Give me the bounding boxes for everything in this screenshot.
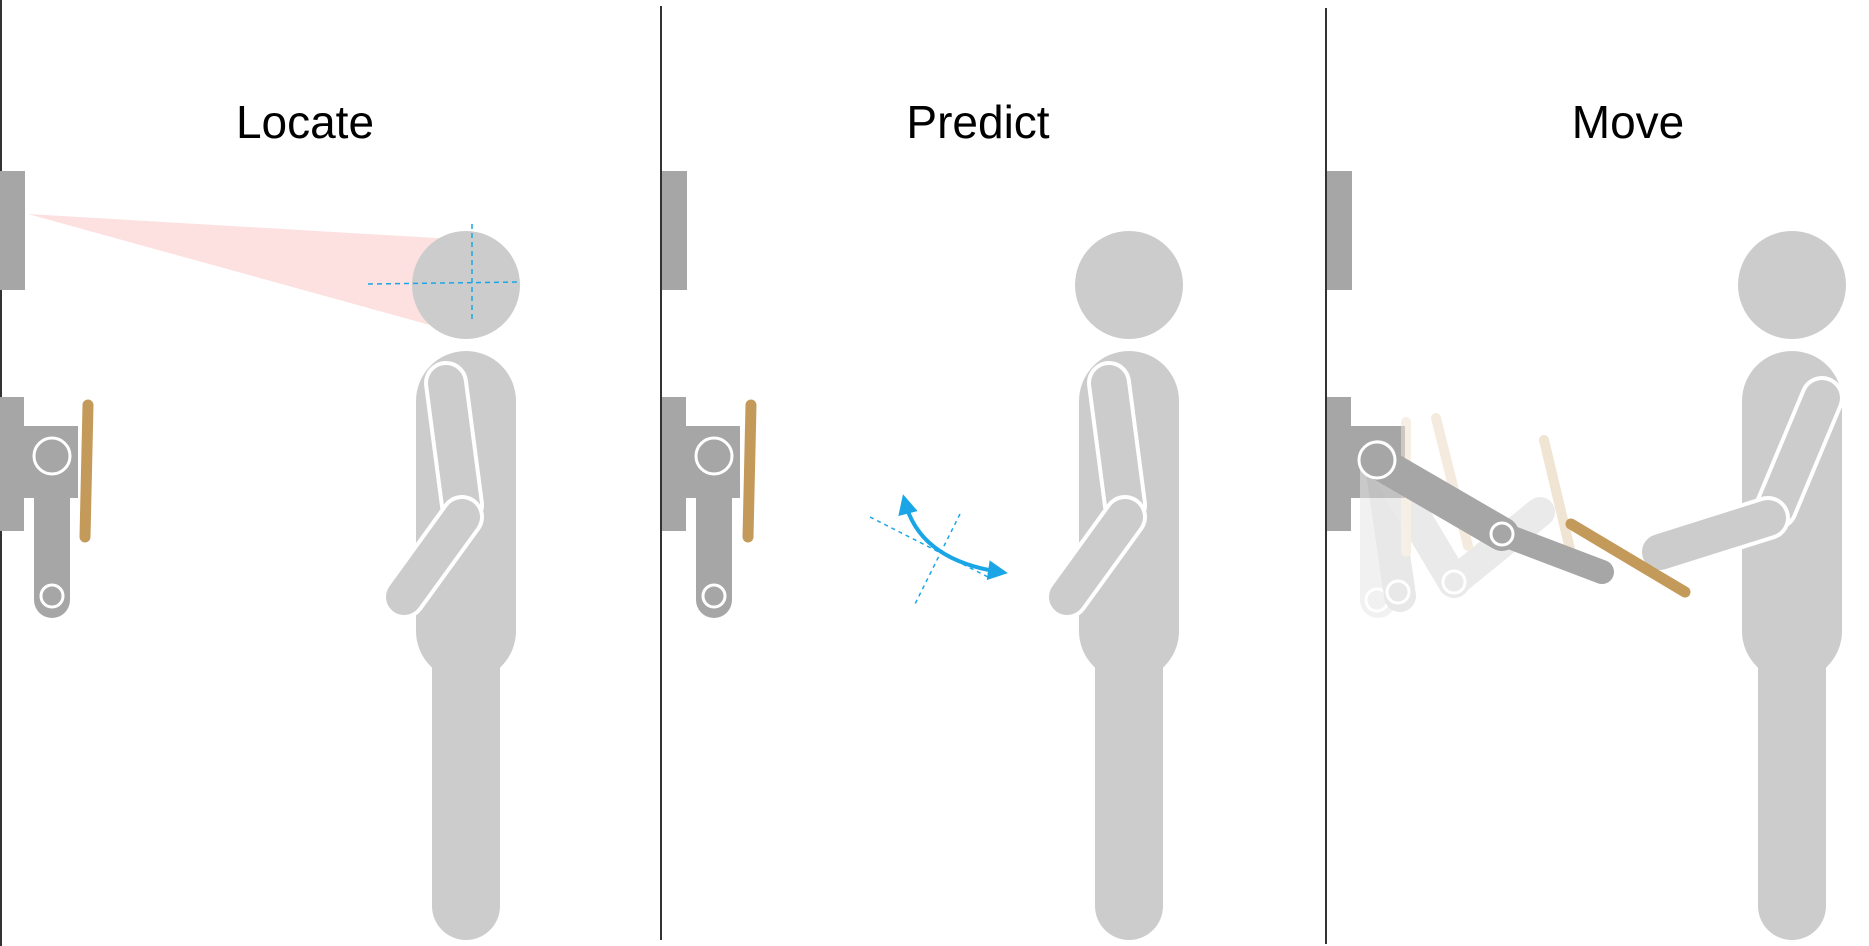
panel-title-locate: Locate <box>236 96 374 148</box>
camera-sensor <box>662 171 687 290</box>
robot-arm <box>662 397 740 618</box>
panel-move <box>1327 171 1846 940</box>
panel-title-predict: Predict <box>906 96 1049 148</box>
held-object <box>742 399 757 543</box>
panel-predict <box>662 171 1183 940</box>
robot-arm <box>0 397 78 618</box>
robot-arm <box>1357 440 1614 584</box>
human-figure <box>404 231 520 940</box>
panel-locate <box>0 171 521 940</box>
head-crosshair <box>367 224 521 320</box>
human-arm-extended <box>1638 376 1844 574</box>
sensor-cone <box>28 214 470 325</box>
camera-sensor <box>0 171 25 290</box>
held-object <box>1565 518 1691 598</box>
held-object <box>79 399 94 543</box>
motion-prediction <box>869 494 1008 607</box>
human-figure <box>1067 231 1183 940</box>
camera-sensor <box>1327 171 1352 290</box>
predicted-path-arrow <box>898 494 1008 581</box>
human-figure <box>1738 231 1846 940</box>
panel-title-move: Move <box>1572 96 1684 148</box>
